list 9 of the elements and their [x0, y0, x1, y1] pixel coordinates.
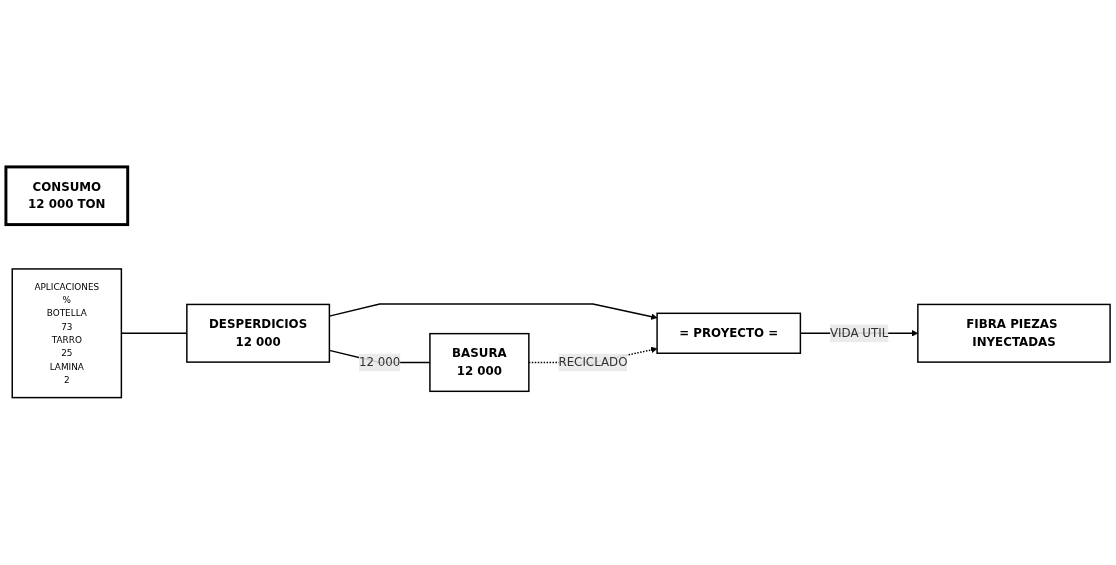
node-box: CONSUMO 12 000 TON	[4, 165, 130, 227]
edge-label: VIDA UTIL	[829, 326, 889, 341]
node-box: DESPERDICIOS 12 000	[186, 303, 331, 364]
node-box: APLICACIONES % BOTELLA 73 TARRO 25 LAMINA 2	[11, 268, 123, 399]
edge-label: RECICLADO	[558, 355, 628, 370]
node-box: = PROYECTO =	[656, 312, 802, 355]
edge-label: 12 000	[358, 355, 401, 370]
node-box: FIBRA PIEZAS INYECTADAS	[917, 303, 1111, 364]
node-box: BASURA 12 000	[429, 333, 530, 393]
